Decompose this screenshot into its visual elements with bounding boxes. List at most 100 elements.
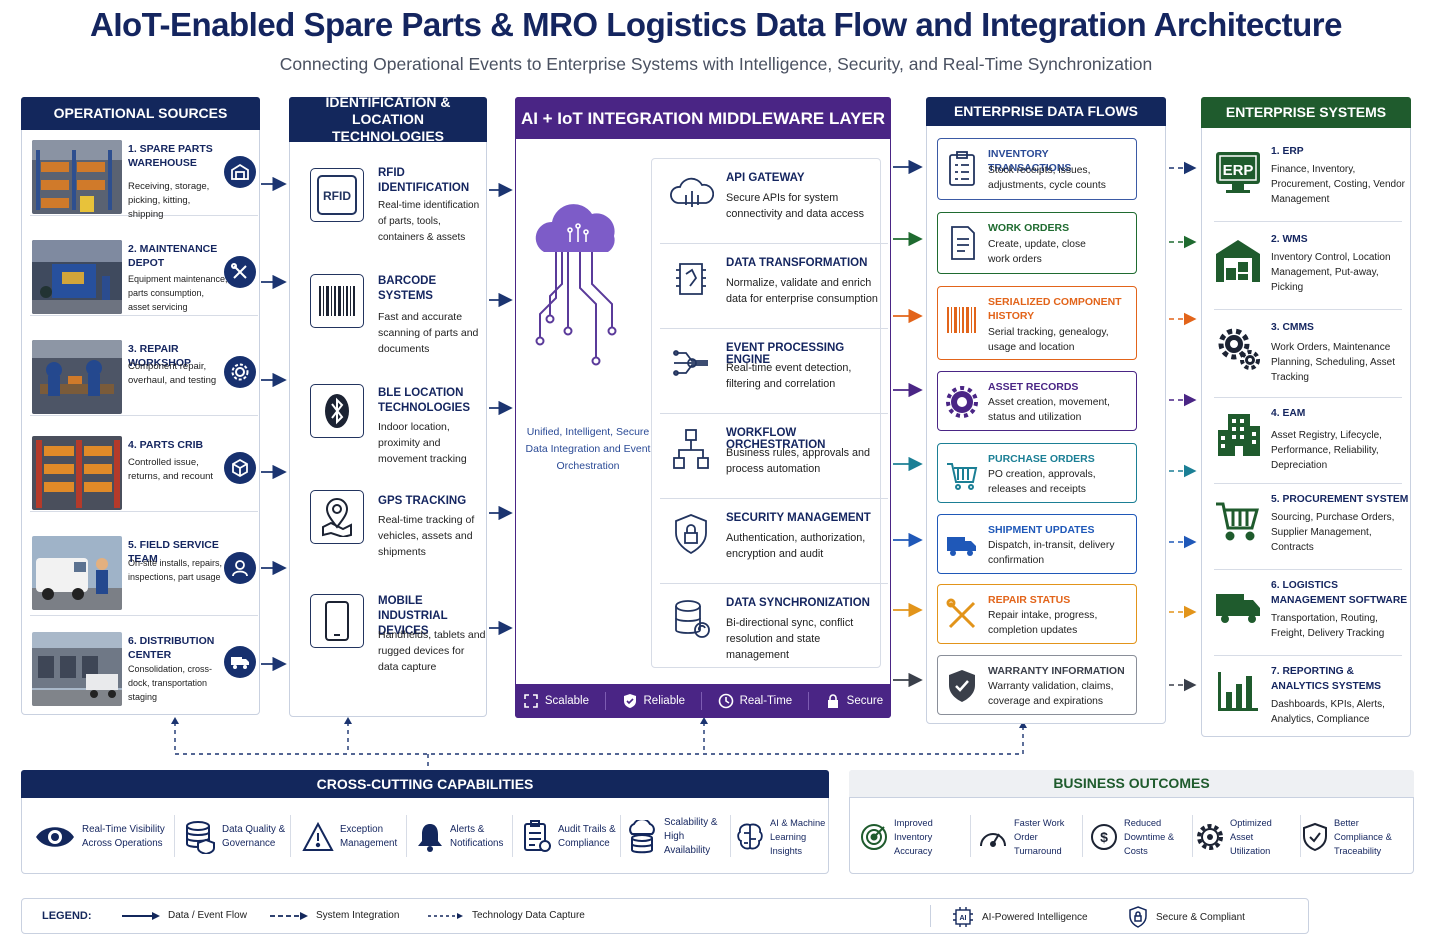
shield-check-icon — [946, 668, 978, 704]
outcome-compliance[interactable]: Better Compliance & Traceability — [1302, 809, 1408, 865]
flow-work-orders[interactable]: WORK ORDERS Create, update, close work o… — [937, 212, 1137, 274]
flow-desc: Repair intake, progress, completion upda… — [988, 610, 1098, 636]
mw-desc: Real-time event detection, filtering and… — [726, 362, 852, 390]
mobile-device-icon — [310, 594, 364, 648]
capability-scalability[interactable]: Scalability & High Availability — [626, 809, 730, 865]
source-title: 3. REPAIR WORKSHOP — [128, 343, 191, 369]
flow-serialized-component-history[interactable]: SERIALIZED COMPONENT HISTORY Serial trac… — [937, 286, 1137, 360]
flow-warranty-information[interactable]: WARRANTY INFORMATION Warranty validation… — [937, 655, 1137, 715]
source-item-repair-workshop[interactable]: 3. REPAIR WORKSHOP Component repair, ove… — [30, 334, 258, 416]
mw-item-event-processing[interactable]: EVENT PROCESSING ENGINE Real-time event … — [660, 329, 888, 414]
outcome-reduced-downtime[interactable]: $ Reduced Downtime & Costs — [1090, 809, 1194, 865]
bluetooth-icon — [310, 384, 364, 438]
flow-asset-records[interactable]: ASSET RECORDS Asset creation, movement, … — [937, 371, 1137, 431]
system-item-procurement[interactable]: 5. PROCUREMENT SYSTEM Sourcing, Purchase… — [1214, 486, 1408, 570]
page-subtitle: Connecting Operational Events to Enterpr… — [279, 54, 1153, 74]
mw-title: EVENT PROCESSING ENGINE — [726, 342, 845, 366]
legend-technology-capture: Technology Data Capture — [428, 910, 585, 921]
tech-desc: Fast and accurate scanning of parts and … — [378, 311, 479, 355]
source-item-maintenance-depot[interactable]: 2. MAINTENANCE DEPOT Equipment maintenan… — [30, 234, 258, 316]
system-item-erp[interactable]: ERP 1. ERP Finance, Inventory, Procureme… — [1214, 138, 1405, 222]
mw-item-security-management[interactable]: SECURITY MANAGEMENT Authentication, auth… — [660, 499, 888, 584]
tech-item-ble[interactable]: BLE LOCATION TECHNOLOGIES Indoor locatio… — [300, 382, 482, 482]
legend-secure: Secure & Compliant — [1128, 906, 1245, 928]
mw-item-api-gateway[interactable]: API GATEWAY Secure APIs for system conne… — [660, 159, 888, 244]
source-item-warehouse[interactable]: 1. SPARE PARTS WAREHOUSE Receiving, stor… — [30, 134, 258, 220]
flow-title: PURCHASE ORDERS — [988, 453, 1095, 465]
expand-icon — [524, 694, 538, 708]
capability-label: Exception Management — [340, 824, 398, 849]
source-item-field-service-team[interactable]: 5. FIELD SERVICE TEAM On-site installs, … — [30, 526, 258, 616]
event-processing-icon — [668, 341, 714, 387]
system-item-reporting[interactable]: 7. REPORTING & ANALYTICS SYSTEMS Dashboa… — [1214, 658, 1402, 730]
flow-shipment-updates[interactable]: SHIPMENT UPDATES Dispatch, in-transit, d… — [937, 514, 1137, 574]
flow-title: SERIALIZED COMPONENT HISTORY — [988, 296, 1122, 322]
tech-item-mobile[interactable]: MOBILE INDUSTRIAL DEVICES Handhelds, tab… — [300, 592, 485, 702]
tech-item-barcode[interactable]: BARCODE SYSTEMS Fast and accurate scanni… — [300, 272, 482, 372]
outcome-asset-utilization[interactable]: Optimized Asset Utilization — [1196, 809, 1296, 865]
operational-sources-panel: OPERATIONAL SOURCES 1. SPARE PARTS WAREH… — [21, 97, 260, 715]
outcome-label: Faster Work Order Turnaround — [1014, 818, 1065, 856]
gear-icon — [946, 384, 978, 420]
flow-desc: Dispatch, in-transit, delivery confirmat… — [988, 540, 1115, 566]
mw-title: DATA SYNCHRONIZATION — [726, 597, 870, 609]
flow-title: SHIPMENT UPDATES — [988, 524, 1095, 536]
flow-title: WARRANTY INFORMATION — [988, 665, 1125, 677]
capability-audit[interactable]: Audit Trails & Compliance — [522, 809, 618, 865]
system-desc: Dashboards, KPIs, Alerts, Analytics, Com… — [1271, 699, 1385, 725]
flow-purchase-orders[interactable]: PURCHASE ORDERS PO creation, approvals, … — [937, 443, 1137, 503]
source-item-distribution-center[interactable]: 6. DISTRIBUTION CENTER Consolidation, cr… — [30, 622, 258, 712]
outcome-label: Optimized Asset Utilization — [1230, 818, 1272, 856]
footer-scalable: Scalable — [523, 693, 589, 709]
maintenance-depot-photo — [32, 240, 122, 314]
source-title: 2. MAINTENANCE DEPOT — [128, 243, 218, 269]
field-service-photo — [32, 536, 122, 610]
barcode-icon — [310, 274, 364, 328]
outcome-inventory-accuracy[interactable]: Improved Inventory Accuracy — [860, 809, 970, 865]
system-item-eam[interactable]: 4. EAM Asset Registry, Lifecycle, Perfor… — [1214, 400, 1402, 484]
outcome-label: Reduced Downtime & Costs — [1124, 818, 1175, 856]
flow-repair-status[interactable]: REPAIR STATUS Repair intake, progress, c… — [937, 584, 1137, 644]
clipboard-icon — [946, 151, 978, 187]
enterprise-systems-heading: ENTERPRISE SYSTEMS — [1201, 97, 1411, 128]
capability-ai-ml[interactable]: AI & Machine Learning Insights — [736, 809, 830, 865]
mw-desc: Secure APIs for system connectivity and … — [726, 192, 865, 220]
capability-label: Alerts & Notifications — [450, 824, 504, 849]
system-desc: Asset Registry, Lifecycle, Performance, … — [1271, 430, 1382, 471]
outcome-work-order-turnaround[interactable]: Faster Work Order Turnaround — [978, 809, 1086, 865]
cloud-database-icon — [629, 820, 655, 854]
system-item-cmms[interactable]: 3. CMMS Work Orders, Maintenance Plannin… — [1214, 314, 1402, 398]
footer-real-time: Real-Time — [718, 693, 792, 709]
capability-exception[interactable]: Exception Management — [302, 809, 400, 865]
flow-title: INVENTORY TRANSACTIONS — [988, 148, 1072, 174]
legend-label: Technology Data Capture — [472, 910, 585, 921]
map-pin-icon — [310, 490, 364, 544]
capability-label: Data Quality & Governance — [222, 824, 286, 849]
tech-item-gps[interactable]: GPS TRACKING Real-time tracking of vehic… — [300, 490, 482, 590]
capability-visibility[interactable]: Real-Time Visibility Across Operations — [34, 809, 170, 865]
gauge-icon — [980, 833, 1006, 847]
source-item-parts-crib[interactable]: 4. PARTS CRIB Controlled issue, returns,… — [30, 430, 258, 512]
mw-item-workflow-orchestration[interactable]: WORKFLOW ORCHESTRATION Business rules, a… — [660, 414, 888, 499]
system-item-logistics[interactable]: 6. LOGISTICS MANAGEMENT SOFTWARE Transpo… — [1214, 572, 1407, 656]
mw-item-data-transformation[interactable]: DATA TRANSFORMATION Normalize, validate … — [660, 244, 888, 329]
capability-alerts[interactable]: Alerts & Notifications — [416, 809, 506, 865]
source-desc: Consolidation, cross-dock, transportatio… — [128, 664, 213, 702]
flow-desc: Warranty validation, claims, coverage an… — [988, 681, 1114, 707]
identification-panel: IDENTIFICATION & LOCATION TECHNOLOGIES R… — [289, 94, 487, 717]
tech-item-rfid[interactable]: RFID RFID IDENTIFICATION Real-time ident… — [300, 162, 482, 262]
database-sync-icon — [668, 596, 714, 642]
target-icon — [861, 824, 887, 850]
system-title: 5. PROCUREMENT SYSTEM — [1271, 494, 1409, 505]
system-item-wms[interactable]: 2. WMS Inventory Control, Location Manag… — [1214, 226, 1402, 310]
document-icon — [946, 225, 978, 261]
source-desc: Receiving, storage, picking, kitting, sh… — [128, 181, 210, 220]
outcome-label: Better Compliance & Traceability — [1334, 818, 1392, 856]
boxes-icon — [224, 452, 256, 484]
system-title: 6. LOGISTICS MANAGEMENT SOFTWARE — [1271, 580, 1408, 606]
flow-inventory-transactions[interactable]: INVENTORY TRANSACTIONS Stock receipts, i… — [937, 138, 1137, 200]
mw-item-data-synchronization[interactable]: DATA SYNCHRONIZATION Bi-directional sync… — [660, 584, 888, 669]
capability-data-quality[interactable]: Data Quality & Governance — [184, 809, 288, 865]
capability-label: Scalability & High Availability — [664, 817, 718, 856]
